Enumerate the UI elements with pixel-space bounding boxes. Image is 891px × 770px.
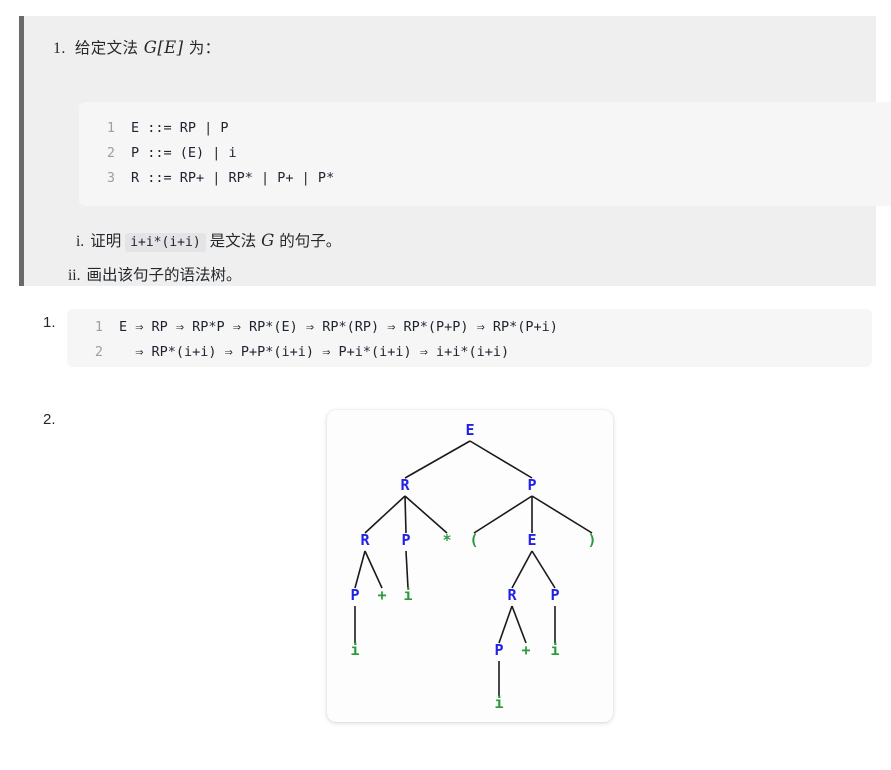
code-line: 2 ⇒ RP*(i+i) ⇒ P+P*(i+i) ⇒ P+i*(i+i) ⇒ i… (67, 340, 872, 365)
parse-tree-node-terminal: i (494, 694, 503, 712)
sub-item-marker: ii. (68, 267, 81, 284)
parse-tree-card: E R P R P * ( E) P + i i R P P + i i (327, 410, 613, 722)
parse-tree-edge (354, 550, 366, 589)
code-text: E ::= RP | P (131, 120, 229, 136)
parse-tree-node-nonterminal: P (494, 641, 503, 659)
code-text: E ⇒ RP ⇒ RP*P ⇒ RP*(E) ⇒ RP*(RP) ⇒ RP*(P… (119, 319, 558, 335)
question-prompt-text: 给定文法 (74, 39, 144, 57)
line-number: 1 (94, 319, 103, 335)
parse-tree-node-nonterminal: P (350, 586, 359, 604)
question-blockquote-body: 1. 给定文法 G[E] 为： 1 E ::= RP | P 2 P ::= (E) … (24, 16, 891, 287)
sub-item-text-after: 是文法 (209, 232, 262, 250)
sentence-inline-code: i+i*(i+i) (125, 233, 206, 252)
parse-tree-edge (404, 495, 448, 534)
parse-tree-node-nonterminal: E (527, 531, 536, 549)
parse-tree-edge (404, 440, 471, 479)
parse-tree-nodes: E R P R P * ( E) P + i i R P P + i i (350, 421, 596, 712)
parse-tree-edge (498, 605, 513, 644)
parse-tree-node-terminal: i (403, 586, 412, 604)
code-line: 2 P ::= (E) | i (79, 141, 891, 166)
parse-tree-edges (354, 440, 593, 696)
parse-tree-node-terminal: + (521, 641, 530, 659)
parse-tree-edge (511, 550, 533, 589)
parse-tree-edge (364, 495, 406, 534)
parse-tree-node-terminal: + (377, 586, 386, 604)
sub-item-text-end: 的句子。 (274, 232, 342, 250)
parse-tree-node-terminal: i (550, 641, 559, 659)
sub-item-marker: i. (76, 233, 85, 250)
line-number: 3 (106, 170, 115, 186)
parse-tree-edge (531, 495, 593, 534)
line-number: 2 (94, 344, 103, 360)
parse-tree-edge (364, 550, 383, 589)
parse-tree-node-nonterminal: R (507, 586, 517, 604)
parse-tree-edge (511, 605, 527, 644)
parse-tree-node-terminal: * (442, 531, 451, 549)
line-number: 2 (106, 145, 115, 161)
sub-item-math: G (261, 231, 275, 250)
question-sub-item-ii: ii. 画出该句子的语法树。 (68, 264, 242, 287)
question-prompt-math: G[E] (143, 38, 184, 57)
parse-tree-node-terminal: i (350, 641, 359, 659)
parse-tree-node-terminal: ) (587, 531, 596, 549)
question-blockquote: 1. 给定文法 G[E] 为： 1 E ::= RP | P 2 P ::= (E) … (19, 16, 891, 287)
parse-tree-edge (404, 495, 407, 534)
parse-tree-edge (531, 550, 556, 589)
parse-tree-node-nonterminal: R (360, 531, 370, 549)
parse-tree-edge (473, 495, 533, 534)
grammar-code-block: 1 E ::= RP | P 2 P ::= (E) | i 3 R ::= RP+ … (79, 102, 891, 206)
line-number: 1 (106, 120, 115, 136)
parse-tree-diagram: E R P R P * ( E) P + i i R P P + i i (350, 421, 596, 712)
parse-tree-edge (469, 440, 533, 479)
parse-tree-node-nonterminal: R (400, 476, 410, 494)
code-text: ⇒ RP*(i+i) ⇒ P+P*(i+i) ⇒ P+i*(i+i) ⇒ i+i… (119, 344, 510, 360)
question-prompt-line: 1. 给定文法 G[E] 为： (53, 37, 221, 60)
answer-list-marker-2: 2. (43, 411, 56, 428)
parse-tree-node-terminal: ( (469, 531, 478, 549)
code-text: R ::= RP+ | RP* | P+ | P* (131, 170, 335, 186)
question-prompt-tail: 为： (183, 39, 221, 57)
answer-list-marker-1: 1. (43, 314, 56, 331)
parse-tree-edge (405, 550, 409, 589)
parse-tree-node-nonterminal: P (550, 586, 559, 604)
question-list-marker: 1. (53, 40, 66, 57)
code-text: P ::= (E) | i (131, 145, 237, 161)
code-line: 3 R ::= RP+ | RP* | P+ | P* (79, 166, 891, 191)
parse-tree-node-nonterminal: E (465, 421, 474, 439)
sub-item-text-before: 画出该句子的语法树。 (86, 266, 242, 284)
derivation-code-block: 1 E ⇒ RP ⇒ RP*P ⇒ RP*(E) ⇒ RP*(RP) ⇒ RP*(… (67, 309, 872, 367)
sub-item-text-before: 证明 (90, 232, 122, 250)
code-line: 1 E ⇒ RP ⇒ RP*P ⇒ RP*(E) ⇒ RP*(RP) ⇒ RP*(… (67, 315, 872, 340)
code-line: 1 E ::= RP | P (79, 116, 891, 141)
parse-tree-node-nonterminal: P (401, 531, 410, 549)
parse-tree-node-nonterminal: P (527, 476, 536, 494)
